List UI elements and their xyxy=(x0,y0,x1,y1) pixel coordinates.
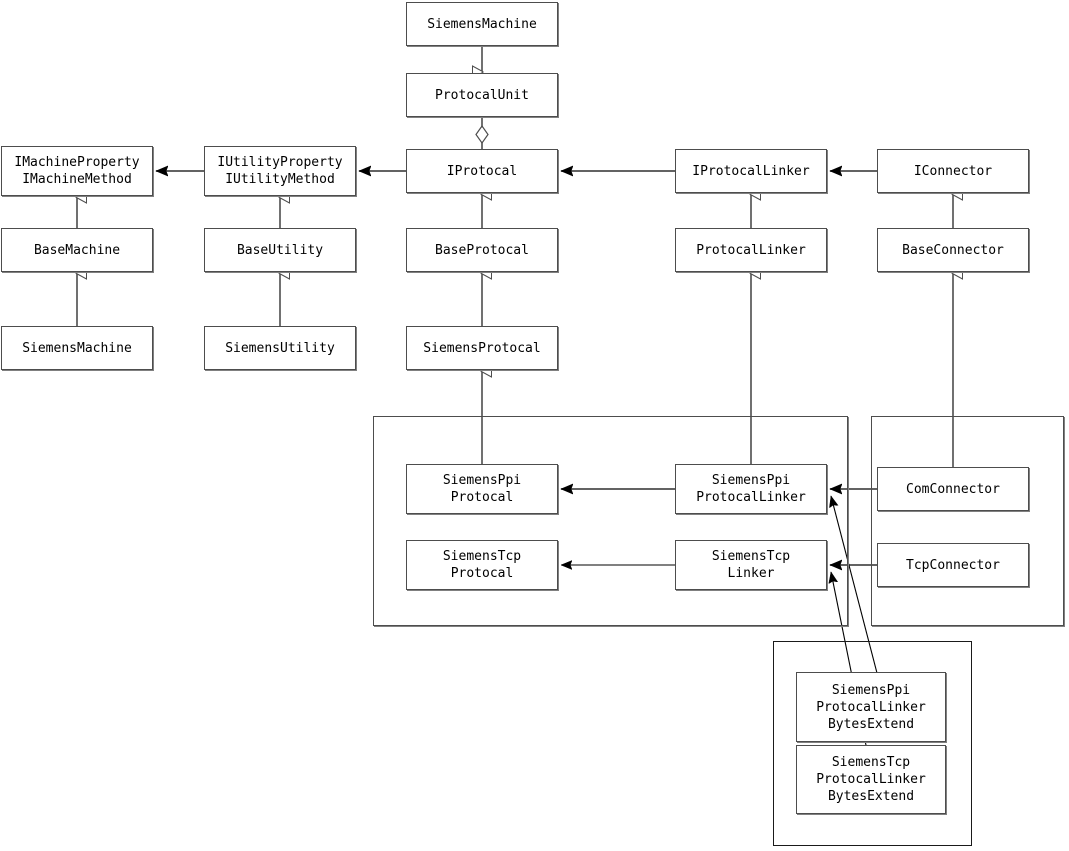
class-label-siemens-ppi-protocal: SiemensPpi Protocal xyxy=(442,473,522,505)
class-box-siemens-ppi-protocal-linker[interactable]: SiemensPpi ProtocalLinker xyxy=(675,464,827,514)
class-box-iprotocal[interactable]: IProtocal xyxy=(406,149,558,193)
aggregation-edge-protocalunit-iprotocal xyxy=(475,117,489,149)
class-box-base-machine[interactable]: BaseMachine xyxy=(1,228,153,272)
class-label-tcp-connector: TcpConnector xyxy=(906,557,1000,573)
class-label-com-connector: ComConnector xyxy=(906,481,1000,497)
class-box-siemens-tcp-protocal[interactable]: SiemensTcp Protocal xyxy=(406,540,558,590)
class-label-siemens-machine-top: SiemensMachine xyxy=(427,16,537,32)
class-label-iprotocal: IProtocal xyxy=(446,163,518,179)
class-label-base-utility: BaseUtility xyxy=(236,242,324,258)
generalization-edges xyxy=(77,46,953,467)
class-box-siemens-machine-top[interactable]: SiemensMachine xyxy=(406,2,558,46)
class-label-siemens-ppi-protocal-linker: SiemensPpi ProtocalLinker xyxy=(696,473,806,505)
class-label-siemens-utility: SiemensUtility xyxy=(225,340,335,356)
class-box-base-utility[interactable]: BaseUtility xyxy=(204,228,356,272)
class-box-siemens-tcp-bytes-extend[interactable]: SiemensTcp ProtocalLinker BytesExtend xyxy=(796,745,946,814)
class-box-base-protocal[interactable]: BaseProtocal xyxy=(406,228,558,272)
edge-ppibytesextend-ppilinker xyxy=(831,496,885,701)
class-box-iconnector[interactable]: IConnector xyxy=(877,149,1029,193)
class-box-protocal-unit[interactable]: ProtocalUnit xyxy=(406,73,558,117)
class-label-siemens-tcp-linker: SiemensTcp Linker xyxy=(711,549,791,581)
class-label-siemens-ppi-bytes-extend: SiemensPpi ProtocalLinker BytesExtend xyxy=(816,682,926,732)
class-box-siemens-tcp-linker[interactable]: SiemensTcp Linker xyxy=(675,540,827,590)
class-box-iutility-property[interactable]: IUtilityProperty IUtilityMethod xyxy=(204,146,356,196)
class-label-iprotocal-linker: IProtocalLinker xyxy=(692,163,810,179)
class-box-iprotocal-linker[interactable]: IProtocalLinker xyxy=(675,149,827,193)
class-label-siemens-tcp-protocal: SiemensTcp Protocal xyxy=(442,549,522,581)
class-box-siemens-ppi-protocal[interactable]: SiemensPpi Protocal xyxy=(406,464,558,514)
class-box-base-connector[interactable]: BaseConnector xyxy=(877,228,1029,272)
class-box-siemens-machine[interactable]: SiemensMachine xyxy=(1,326,153,370)
class-box-siemens-protocal[interactable]: SiemensProtocal xyxy=(406,326,558,370)
class-label-imachine-property: IMachineProperty IMachineMethod xyxy=(14,155,140,187)
class-label-base-protocal: BaseProtocal xyxy=(435,242,529,258)
group-bytes-extend xyxy=(773,641,972,846)
class-label-protocal-unit: ProtocalUnit xyxy=(435,87,529,103)
class-label-base-connector: BaseConnector xyxy=(902,242,1004,258)
group-connector xyxy=(871,416,1064,626)
class-box-tcp-connector[interactable]: TcpConnector xyxy=(877,543,1029,587)
class-box-com-connector[interactable]: ComConnector xyxy=(877,467,1029,511)
class-box-imachine-property[interactable]: IMachineProperty IMachineMethod xyxy=(1,146,153,196)
class-label-siemens-tcp-bytes-extend: SiemensTcp ProtocalLinker BytesExtend xyxy=(816,755,926,804)
class-box-siemens-ppi-bytes-extend[interactable]: SiemensPpi ProtocalLinker BytesExtend xyxy=(796,672,946,742)
class-label-iconnector: IConnector xyxy=(913,163,993,179)
dependency-edges xyxy=(156,171,877,565)
class-label-protocal-linker: ProtocalLinker xyxy=(696,242,806,258)
class-label-iutility-property: IUtilityProperty IUtilityMethod xyxy=(217,155,343,187)
group-protocal-linker xyxy=(373,416,848,626)
class-box-protocal-linker[interactable]: ProtocalLinker xyxy=(675,228,827,272)
class-box-siemens-utility[interactable]: SiemensUtility xyxy=(204,326,356,370)
class-label-siemens-protocal: SiemensProtocal xyxy=(423,340,541,356)
class-label-siemens-machine: SiemensMachine xyxy=(22,340,132,356)
class-label-base-machine: BaseMachine xyxy=(33,242,121,258)
